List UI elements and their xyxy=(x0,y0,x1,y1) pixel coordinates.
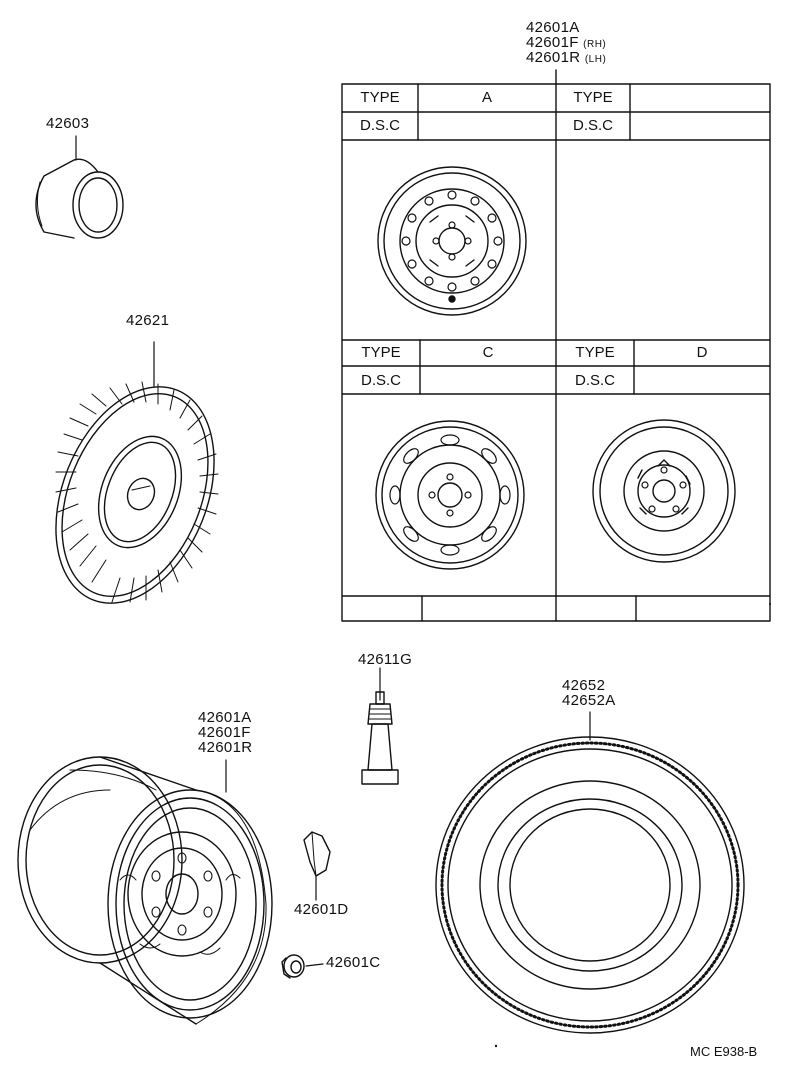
valve-stem-drawing xyxy=(361,691,399,785)
hub-cap-drawing xyxy=(35,158,124,239)
type-label-d: TYPE xyxy=(575,344,615,361)
callout-hub-cap: 42603 xyxy=(46,115,90,132)
dsc-label-b: D.S.C xyxy=(572,117,613,134)
balance-weight-drawing xyxy=(303,831,331,877)
wheel-cover-drawing xyxy=(55,381,219,604)
type-label-c: TYPE xyxy=(361,344,401,361)
leader-lines xyxy=(75,135,591,967)
tire-drawing xyxy=(435,736,745,1034)
table-part-number-1: 42601A xyxy=(526,19,580,36)
callout-wheel-3: 42601R xyxy=(198,739,253,756)
callout-tire-1: 42652 xyxy=(562,677,606,694)
dsc-label-c: D.S.C xyxy=(360,372,401,389)
type-table-grid xyxy=(341,69,771,622)
type-value-a: A xyxy=(481,89,492,106)
callout-valve: 42611G xyxy=(358,651,413,668)
callout-wheel-1: 42601A xyxy=(198,709,252,726)
footer-code: MC E938-B xyxy=(690,1044,758,1059)
type-label-a: TYPE xyxy=(360,89,400,106)
callout-wheel-cover: 42621 xyxy=(126,312,170,329)
table-part-number-2: 42601F (RH) xyxy=(526,34,607,51)
steel-wheel-drawing xyxy=(17,756,273,1025)
wheel-type-c-drawing xyxy=(375,420,525,570)
dsc-label-d: D.S.C xyxy=(574,372,615,389)
hub-nut-drawing xyxy=(281,954,305,979)
wheel-type-a-drawing xyxy=(377,166,527,316)
type-value-c: C xyxy=(482,344,494,361)
dsc-label-a: D.S.C xyxy=(359,117,400,134)
table-part-number-3: 42601R (LH) xyxy=(526,49,607,66)
type-label-b: TYPE xyxy=(573,89,613,106)
wheel-type-d-drawing xyxy=(592,419,736,563)
type-value-d: D xyxy=(696,344,708,361)
callout-hub-nut: 42601C xyxy=(326,954,381,971)
callout-tire-2: 42652A xyxy=(562,692,616,709)
callout-balance-weight: 42601D xyxy=(294,901,349,918)
callout-wheel-2: 42601F xyxy=(198,724,251,741)
